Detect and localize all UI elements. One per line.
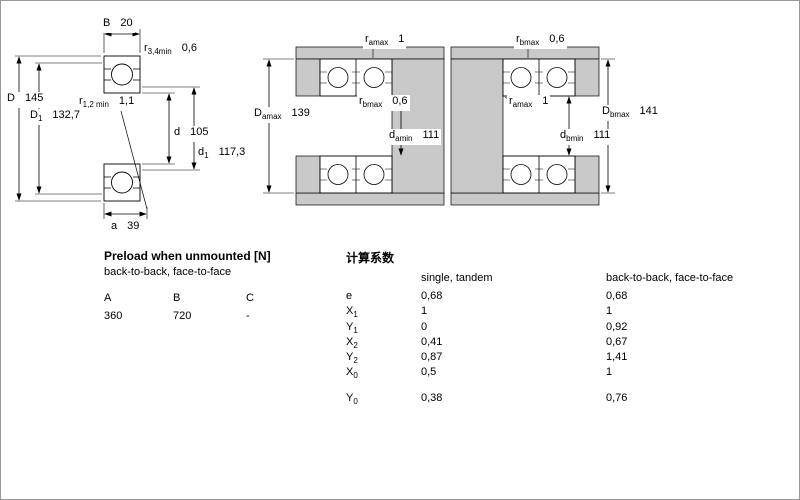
dim-symbol: B xyxy=(103,17,111,29)
dim-value: 39 xyxy=(127,220,140,232)
preload-col-C: C xyxy=(246,292,254,304)
dim-label-ramax-db: ramax 1 xyxy=(363,33,407,50)
factor-row-X2: X2 0,41 0,67 xyxy=(346,336,786,351)
bearing-drawings xyxy=(15,29,615,219)
dim-label-a: a 39 xyxy=(109,220,142,237)
factor-value-single: 0 xyxy=(421,320,428,333)
preload-value-A: 360 xyxy=(104,310,123,322)
dim-label-Dbmax: Dbmax 141 xyxy=(600,105,660,122)
dim-label-rbmax-ff: rbmax 0,6 xyxy=(514,33,567,50)
dim-value: 0,6 xyxy=(549,33,565,45)
dim-value: 105 xyxy=(190,126,209,138)
factor-value-paired: 1 xyxy=(606,366,613,379)
dim-label-Damax: Damax 139 xyxy=(252,107,312,124)
preload-value-C: - xyxy=(246,310,250,322)
factor-value-paired: 0,67 xyxy=(606,335,628,348)
dim-symbol: damin xyxy=(389,129,413,144)
factor-value-paired: 1,41 xyxy=(606,351,628,364)
preload-table: Preload when unmounted [N] back-to-back,… xyxy=(104,249,354,324)
preload-title: Preload when unmounted [N] xyxy=(104,249,271,263)
factor-value-paired: 0,92 xyxy=(606,320,628,333)
calculation-factors-table: 计算系数 single, tandem back-to-back, face-t… xyxy=(346,249,786,407)
preload-col-A: A xyxy=(104,292,112,304)
dim-value: 111 xyxy=(593,129,611,141)
dim-value: 132,7 xyxy=(52,109,80,121)
dim-label-D1: D1 132,7 xyxy=(28,109,82,126)
dim-symbol: Damax xyxy=(254,107,282,122)
factors-header-row: single, tandem back-to-back, face-to-fac… xyxy=(346,272,786,287)
dim-label-dbmin: dbmin 111 xyxy=(558,129,613,146)
dim-value: 1 xyxy=(398,33,405,45)
factor-value-single: 0,5 xyxy=(421,366,437,379)
factor-value-single: 0,68 xyxy=(421,290,443,302)
dim-label-r34: r3,4min 0,6 xyxy=(142,42,199,59)
factor-value-single: 0,87 xyxy=(421,351,443,364)
dim-label-D: D 145 xyxy=(5,92,46,109)
factor-value-paired: 0,76 xyxy=(606,391,628,404)
factors-header-spacer xyxy=(346,272,421,287)
dim-label-rbmax-db: rbmax 0,6 xyxy=(357,95,410,112)
factor-symbol: Y2 xyxy=(346,351,358,366)
dim-symbol: ramax xyxy=(365,33,389,48)
factor-value-single: 1 xyxy=(421,305,428,318)
face-to-face-figure xyxy=(450,45,615,206)
dim-label-ramax-ff: ramax 1 xyxy=(507,95,551,112)
dim-symbol: D xyxy=(7,92,15,104)
factor-row-Y1: Y1 0 0,92 xyxy=(346,321,786,336)
dim-symbol: D1 xyxy=(30,109,43,124)
factor-row-X1: X1 1 1 xyxy=(346,305,786,320)
dim-label-r12: r1,2 min 1,1 xyxy=(77,95,137,112)
factor-symbol: e xyxy=(346,290,353,302)
dim-label-d: d 105 xyxy=(172,126,211,143)
preload-col-B: B xyxy=(173,292,181,304)
factor-row-X0: X0 0,5 1 xyxy=(346,366,786,381)
dim-label-B: B 20 xyxy=(101,17,135,34)
factor-value-single: 0,41 xyxy=(421,335,443,348)
dim-symbol: dbmin xyxy=(560,129,584,144)
factor-value-single: 0,38 xyxy=(421,391,443,404)
factors-col1-header: single, tandem xyxy=(421,272,493,284)
preload-header-row: A B C xyxy=(104,292,354,306)
factor-symbol: Y1 xyxy=(346,320,358,335)
dim-label-damin: damin 111 xyxy=(387,129,442,146)
factor-symbol: X1 xyxy=(346,305,358,320)
dim-symbol: d xyxy=(174,126,181,138)
back-to-back-figure xyxy=(263,45,445,206)
dim-value: 145 xyxy=(24,92,44,104)
dim-symbol: rbmax xyxy=(359,95,383,110)
factor-row-e: e 0,68 0,68 xyxy=(346,290,786,305)
factor-symbol: Y0 xyxy=(346,391,358,406)
dim-value: 141 xyxy=(639,105,658,117)
dim-value: 1 xyxy=(542,95,549,107)
dim-value: 139 xyxy=(291,107,310,119)
factor-symbol: X2 xyxy=(346,335,358,351)
dim-symbol: Dbmax xyxy=(602,105,630,120)
dim-value: 0,6 xyxy=(181,42,197,54)
factors-title: 计算系数 xyxy=(346,251,395,265)
dim-value: 1,1 xyxy=(118,95,135,107)
factor-value-paired: 0,68 xyxy=(606,290,628,302)
dim-symbol: d1 xyxy=(198,146,209,161)
dim-value: 0,6 xyxy=(392,95,408,107)
factor-row-Y2: Y2 0,87 1,41 xyxy=(346,351,786,366)
single-bearing-figure xyxy=(15,29,200,219)
dim-value: 117,3 xyxy=(218,146,246,158)
factor-row-Y0: Y0 0,38 0,76 xyxy=(346,392,786,407)
factor-value-paired: 1 xyxy=(606,305,613,318)
dim-value: 20 xyxy=(120,17,133,29)
dim-symbol: r3,4min xyxy=(144,42,172,57)
dim-label-d1: d1 117,3 xyxy=(196,146,248,163)
preload-value-row: 360 720 - xyxy=(104,310,354,324)
dim-symbol: r1,2 min xyxy=(79,95,109,110)
preload-value-B: 720 xyxy=(173,310,192,322)
dim-symbol: a xyxy=(111,220,118,232)
dim-value: 111 xyxy=(422,129,440,141)
dim-symbol: ramax xyxy=(509,95,533,110)
factors-col2-header: back-to-back, face-to-face xyxy=(606,272,734,284)
dim-symbol: rbmax xyxy=(516,33,540,48)
preload-subtitle: back-to-back, face-to-face xyxy=(104,266,232,278)
factor-symbol: X0 xyxy=(346,366,358,381)
